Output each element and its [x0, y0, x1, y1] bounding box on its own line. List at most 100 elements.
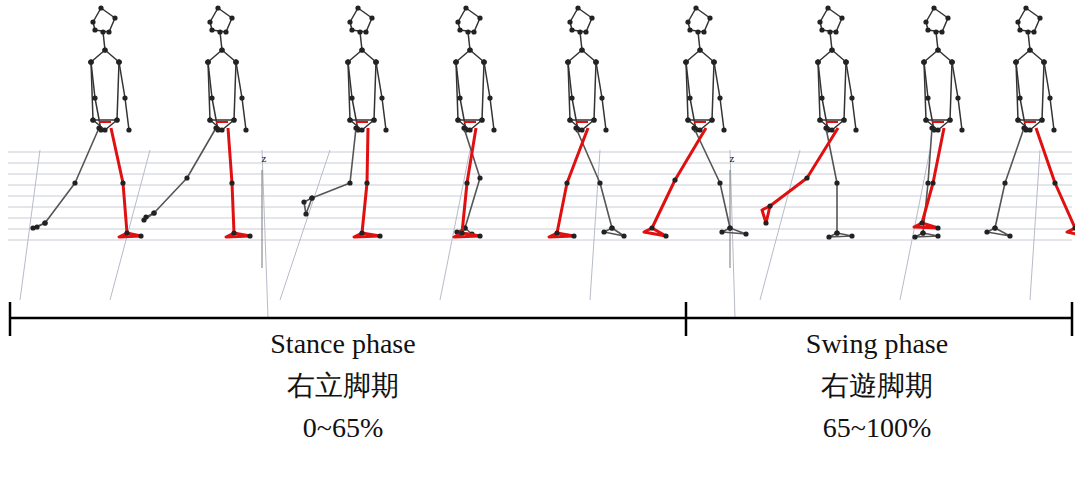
marker	[685, 19, 690, 24]
segment	[33, 128, 99, 228]
marker	[931, 5, 936, 10]
marker	[379, 95, 384, 100]
stick-figures	[30, 5, 1075, 239]
marker	[184, 175, 189, 180]
marker	[697, 127, 702, 132]
marker	[815, 59, 820, 64]
marker	[100, 29, 105, 34]
segment	[220, 32, 222, 50]
segment	[91, 62, 101, 130]
marker	[453, 59, 458, 64]
marker	[143, 214, 148, 219]
pelvis-marker	[694, 121, 706, 123]
grid-line	[8, 196, 1072, 197]
segment	[924, 62, 952, 120]
segment	[208, 62, 236, 120]
marker	[357, 29, 362, 34]
grid-line	[8, 207, 1072, 208]
marker	[1052, 180, 1057, 185]
segment	[688, 8, 710, 32]
marker	[205, 59, 210, 64]
segment	[820, 8, 842, 32]
marker	[1017, 27, 1022, 32]
marker	[207, 19, 212, 24]
marker	[239, 95, 244, 100]
grid-line	[8, 185, 1072, 186]
marker	[359, 230, 364, 235]
marker	[579, 127, 584, 132]
marker	[947, 117, 952, 122]
marker	[373, 59, 378, 64]
marker	[371, 117, 376, 122]
marker	[711, 59, 716, 64]
marker	[920, 230, 925, 235]
marker	[571, 233, 576, 238]
marker	[1013, 59, 1018, 64]
segment	[1044, 62, 1054, 130]
marker	[569, 95, 574, 100]
marker	[1031, 29, 1036, 34]
marker	[933, 29, 938, 34]
marker	[575, 5, 580, 10]
stick-figure	[912, 5, 964, 239]
segment	[350, 8, 372, 32]
marker	[565, 59, 570, 64]
phase-name: Stance phase	[270, 330, 415, 358]
pelvis-marker	[356, 121, 368, 123]
marker	[92, 27, 97, 32]
marker	[347, 117, 352, 122]
marker	[349, 95, 354, 100]
marker	[826, 234, 831, 239]
marker	[453, 59, 458, 64]
segment	[236, 62, 246, 130]
marker	[138, 233, 143, 238]
marker	[949, 59, 954, 64]
marker	[672, 177, 677, 182]
marker	[96, 125, 101, 130]
marker	[829, 47, 834, 52]
floor-grid	[8, 150, 1072, 318]
segment	[458, 8, 480, 32]
marker	[569, 27, 574, 32]
marker	[727, 225, 732, 230]
right-leg	[111, 128, 141, 237]
marker	[229, 180, 234, 185]
marker	[233, 59, 238, 64]
stick-figure	[762, 5, 859, 239]
marker	[116, 59, 121, 64]
marker	[373, 59, 378, 64]
marker	[717, 95, 722, 100]
marker	[763, 220, 768, 225]
marker	[88, 59, 93, 64]
marker	[205, 59, 210, 64]
marker	[120, 180, 125, 185]
marker	[817, 117, 822, 122]
marker	[491, 127, 496, 132]
marker	[565, 59, 570, 64]
marker	[364, 180, 369, 185]
marker	[567, 19, 572, 24]
marker	[1039, 117, 1044, 122]
marker	[839, 15, 844, 20]
marker	[347, 19, 352, 24]
marker	[923, 117, 928, 122]
marker	[1072, 225, 1075, 230]
marker	[233, 59, 238, 64]
segment	[484, 62, 494, 130]
marker	[920, 230, 925, 235]
right-leg	[914, 128, 944, 228]
marker	[34, 224, 39, 229]
marker	[685, 117, 690, 122]
marker	[935, 225, 940, 230]
marker	[935, 127, 940, 132]
marker	[124, 230, 129, 235]
marker	[827, 29, 832, 34]
marker	[345, 59, 350, 64]
grid-line	[8, 174, 1072, 175]
marker	[1041, 59, 1046, 64]
segment	[1018, 8, 1040, 32]
marker	[467, 47, 472, 52]
marker	[355, 5, 360, 10]
marker	[481, 59, 486, 64]
segment	[304, 128, 356, 214]
